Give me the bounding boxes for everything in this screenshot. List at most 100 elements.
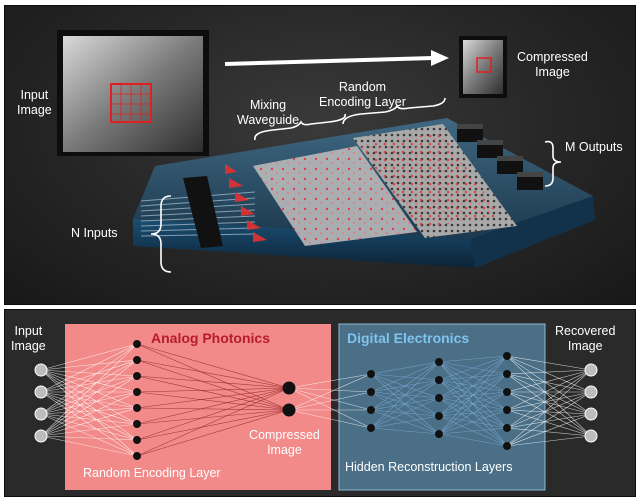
network-connection xyxy=(136,409,290,425)
network-connection xyxy=(288,409,372,429)
neuron-node xyxy=(34,385,48,399)
network-connection xyxy=(40,407,138,415)
network-connections xyxy=(40,343,592,457)
network-connection xyxy=(438,427,508,435)
network-connection xyxy=(136,387,290,409)
network-connection xyxy=(288,387,372,411)
network-connection xyxy=(40,369,138,393)
network-connection xyxy=(506,355,592,415)
network-connection xyxy=(40,423,138,437)
network-connection xyxy=(506,391,592,437)
network-connection xyxy=(506,391,592,411)
neuron-node xyxy=(367,424,375,432)
network-connection xyxy=(370,361,440,411)
network-connection xyxy=(506,427,592,437)
m-outputs-label: M Outputs xyxy=(565,140,623,154)
network-connection xyxy=(438,355,508,399)
network-connection xyxy=(506,373,592,437)
network-connection xyxy=(136,375,290,411)
nn-input-image-label: Input Image xyxy=(11,324,46,353)
input-image-picture xyxy=(57,30,209,156)
network-connection xyxy=(40,391,138,437)
network-diagram xyxy=(34,323,598,491)
network-connection xyxy=(40,375,138,437)
neuron-node xyxy=(584,429,598,443)
network-connection xyxy=(438,355,508,417)
network-connection xyxy=(40,391,138,415)
network-connection xyxy=(438,373,508,435)
network-connection xyxy=(40,359,138,437)
network-connection xyxy=(40,391,138,441)
network-connection xyxy=(506,369,592,375)
network-connection xyxy=(288,391,372,411)
network-connection xyxy=(506,373,592,415)
network-connection xyxy=(288,373,372,411)
neuron-node xyxy=(435,430,443,438)
neuron-node xyxy=(503,442,511,450)
network-connection xyxy=(506,369,592,393)
chip-illustration xyxy=(57,30,595,273)
network-connection xyxy=(136,387,290,457)
network-connection xyxy=(40,343,138,393)
neuron-node xyxy=(584,407,598,421)
network-connection xyxy=(438,433,508,447)
neuron-node xyxy=(503,352,511,360)
random-encoding-layer-bottom-label: Random Encoding Layer xyxy=(83,466,221,480)
network-neurons xyxy=(34,340,598,460)
neuron-node xyxy=(584,385,598,399)
network-connection xyxy=(40,343,138,415)
network-connection xyxy=(136,375,290,389)
neural-network-schematic-panel: Input Image Analog Photonics Digital Ele… xyxy=(4,309,636,497)
network-connection xyxy=(438,409,508,435)
network-connection xyxy=(506,355,592,437)
network-connection xyxy=(40,343,138,437)
network-connection xyxy=(40,407,138,437)
neuron-node xyxy=(34,429,48,443)
network-connection xyxy=(40,375,138,415)
network-connection xyxy=(136,409,290,457)
network-connection xyxy=(288,387,372,429)
neuron-node xyxy=(435,358,443,366)
network-connection xyxy=(506,369,592,429)
digital-electronics-title: Digital Electronics xyxy=(347,330,470,346)
neuron-node xyxy=(367,388,375,396)
network-connection xyxy=(506,373,592,393)
input-image-label: Input Image xyxy=(17,88,52,117)
network-connection xyxy=(136,387,290,393)
network-connection xyxy=(40,375,138,393)
network-connection xyxy=(370,415,440,429)
network-connection xyxy=(370,379,440,429)
network-connection xyxy=(40,391,138,409)
network-connection xyxy=(506,391,592,447)
compressed-image-picture xyxy=(459,36,507,98)
network-connection xyxy=(136,387,290,425)
network-connection xyxy=(40,359,138,393)
network-connection xyxy=(506,409,592,437)
neuron-node xyxy=(34,407,48,421)
network-connection xyxy=(370,361,440,375)
network-connection xyxy=(288,373,372,389)
network-connection xyxy=(506,391,592,429)
neuron-node xyxy=(133,340,141,348)
compressed-image-label: Compressed Image xyxy=(517,50,588,79)
network-connection xyxy=(506,435,592,447)
neuron-node xyxy=(503,406,511,414)
network-connection xyxy=(370,397,440,429)
neuron-node xyxy=(282,403,296,417)
neuron-node xyxy=(584,363,598,377)
network-connection xyxy=(40,369,138,377)
network-connection xyxy=(40,369,138,425)
network-connection xyxy=(506,413,592,429)
network-connection xyxy=(370,427,440,435)
n-inputs-label: N Inputs xyxy=(71,226,118,240)
network-connection xyxy=(40,343,138,371)
neuron-node xyxy=(435,394,443,402)
chip-right-face xyxy=(471,196,595,268)
compression-arrow xyxy=(224,50,449,66)
neuron-node xyxy=(282,381,296,395)
recovered-image-label: Recovered Image xyxy=(555,324,616,353)
network-connection xyxy=(136,359,290,389)
neuron-node xyxy=(367,406,375,414)
network-connection xyxy=(438,355,508,363)
